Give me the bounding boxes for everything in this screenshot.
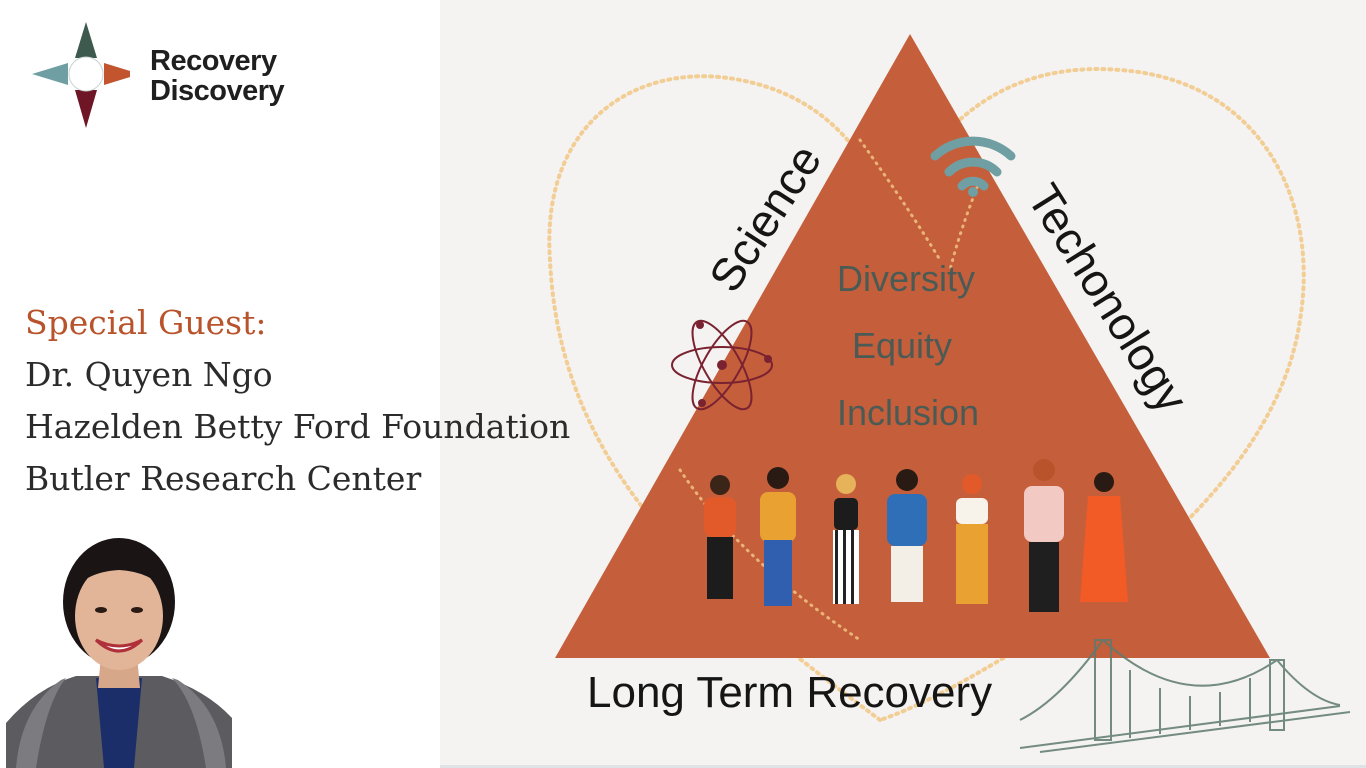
logo: Recovery Discovery (30, 22, 320, 132)
guest-name: Dr. Quyen Ngo (25, 355, 273, 394)
guest-research-center: Butler Research Center (25, 459, 422, 498)
guest-info: Special Guest: Dr. Quyen Ngo Hazelden Be… (25, 297, 625, 505)
guest-organization: Hazelden Betty Ford Foundation (25, 407, 571, 446)
value-diversity: Diversity (836, 258, 975, 299)
dei-triangle-diagram (547, 34, 1351, 753)
guest-portrait-image (6, 528, 232, 768)
sparkle-trail (678, 138, 982, 642)
diagram-panel (440, 0, 1366, 765)
logo-text: Recovery Discovery (150, 45, 285, 107)
wifi-icon (930, 136, 1016, 197)
guest-heading: Special Guest: (25, 303, 267, 342)
value-inclusion: Inclusion (836, 392, 980, 433)
logo-line-2: Discovery (150, 75, 285, 107)
value-equity: Equity (851, 325, 953, 366)
guest-photo (6, 528, 232, 768)
logo-line-1: Recovery (150, 45, 277, 77)
atom-icon (671, 319, 773, 411)
long-term-recovery-label: Long Term Recovery (587, 668, 993, 717)
bridge-icon (1019, 639, 1351, 753)
left-panel: Recovery Discovery (0, 0, 440, 768)
compass-star-icon (32, 22, 140, 128)
bottom-border (440, 765, 1366, 768)
people-group (704, 459, 1128, 612)
